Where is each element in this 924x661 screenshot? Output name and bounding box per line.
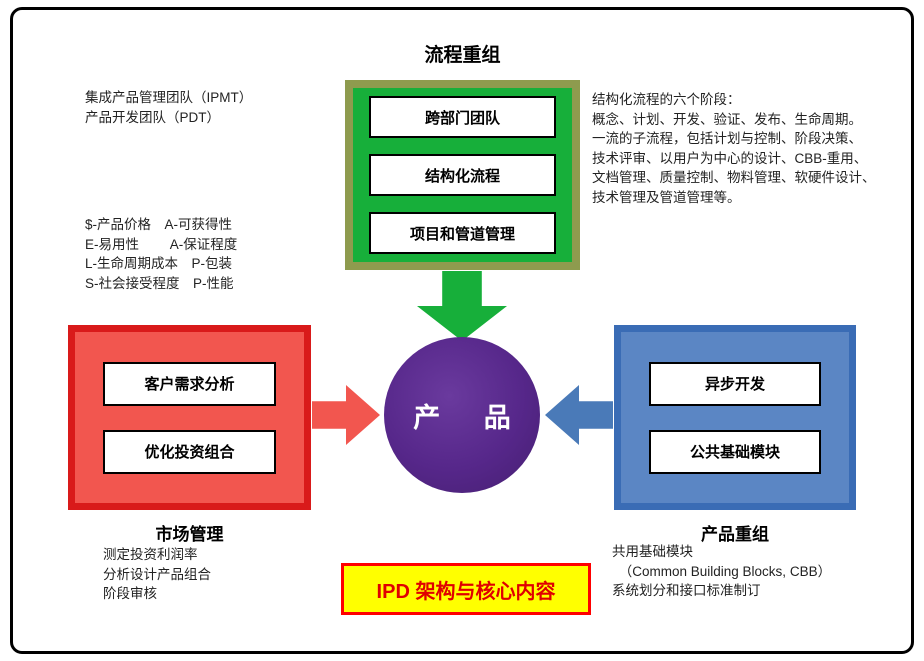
item-structured-process: 结构化流程 (369, 154, 556, 196)
diagram-border-frame (10, 7, 914, 654)
item-common-building-blocks: 公共基础模块 (649, 429, 821, 474)
product-circle-label: 产 品 (413, 402, 529, 433)
item-asynchronous-development: 异步开发 (649, 361, 821, 406)
product-reengineering-label: 产品重组 (701, 525, 769, 544)
item-customer-demand-analysis: 客户需求分析 (103, 361, 276, 406)
market-management-box: 客户需求分析 优化投资组合 (68, 325, 311, 510)
process-reengineering-box: 跨部门团队 结构化流程 项目和管道管理 (345, 80, 580, 270)
market-management-label: 市场管理 (155, 525, 224, 544)
product-reengineering-box: 异步开发 公共基础模块 (614, 325, 856, 510)
item-optimize-investment-portfolio: 优化投资组合 (103, 429, 276, 474)
note-product-attributes: $-产品价格 A-可获得性 E-易用性 A-保证程度 L-生命周期成本 P-包装… (85, 217, 238, 291)
title-banner-text: IPD 架构与核心内容 (376, 580, 556, 603)
note-market-management-details: 测定投资利润率 分析设计产品组合 阶段审核 (103, 547, 211, 602)
process-reengineering-title: 流程重组 (424, 45, 501, 66)
note-structured-process-phases: 结构化流程的六个阶段： 概念、计划、开发、验证、发布、生命周期。 一流的子流程，… (592, 92, 876, 205)
item-project-pipeline-management: 项目和管道管理 (369, 212, 556, 254)
note-ipmt-pdt: 集成产品管理团队（IPMT） 产品开发团队（PDT） (85, 90, 253, 125)
product-circle: 产 品 (384, 337, 540, 493)
title-banner: IPD 架构与核心内容 (341, 563, 591, 615)
item-cross-functional-team: 跨部门团队 (369, 96, 556, 138)
note-cbb-details: 共用基础模块 （Common Building Blocks, CBB） 系统划… (612, 544, 832, 599)
